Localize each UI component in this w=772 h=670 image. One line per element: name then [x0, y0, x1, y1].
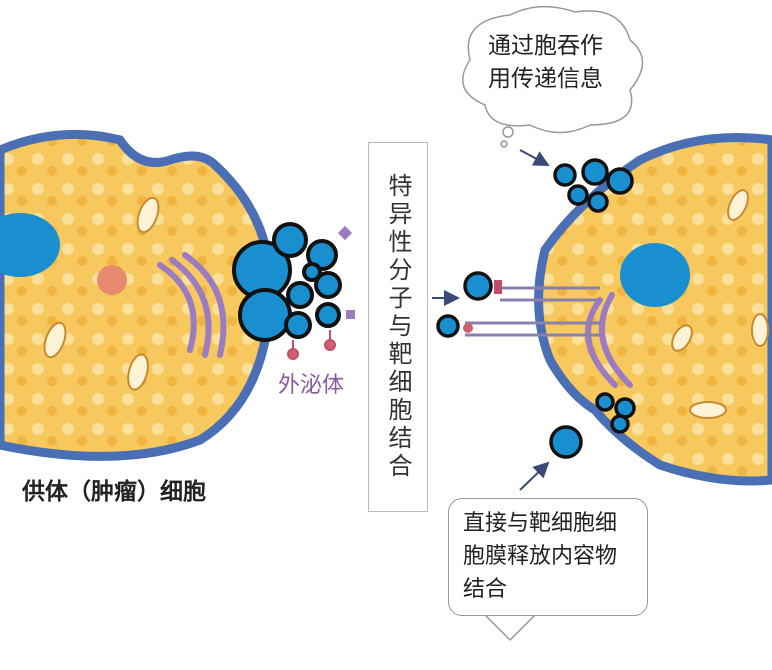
golgi-icon	[157, 252, 227, 358]
specific-binding-label: 特异性分子与靶细胞结合	[368, 142, 428, 512]
binding-ligands	[463, 280, 502, 333]
exosome-cluster	[232, 222, 342, 342]
target-exosomes	[436, 158, 636, 459]
arrow-fusion	[519, 461, 550, 491]
thought-cloud	[462, 5, 644, 148]
surface-molecules	[287, 225, 355, 360]
exosome-label: 外泌体	[278, 373, 345, 398]
donor-cell-label: 供体（肿瘤）细胞	[22, 479, 206, 505]
arrows	[432, 149, 550, 491]
donor-nucleus	[0, 213, 60, 277]
target-cell-membrane	[534, 133, 772, 486]
mitochondria-icon	[671, 189, 769, 419]
receptors	[465, 286, 600, 337]
speech-bubble-tail	[484, 614, 536, 642]
golgi-icon	[585, 292, 633, 388]
target-cell	[465, 133, 772, 486]
donor-cell	[0, 129, 275, 461]
arrow-endocytosis	[519, 149, 550, 166]
mitochondria-icon	[43, 196, 160, 391]
donor-nucleolus	[97, 265, 127, 295]
endocytosis-label: 通过胞吞作用传递信息	[488, 33, 603, 92]
target-nucleus	[620, 243, 690, 307]
direct-fusion-label: 直接与靶细胞细胞膜释放内容物结合	[448, 498, 648, 616]
donor-cell-membrane	[0, 129, 275, 461]
